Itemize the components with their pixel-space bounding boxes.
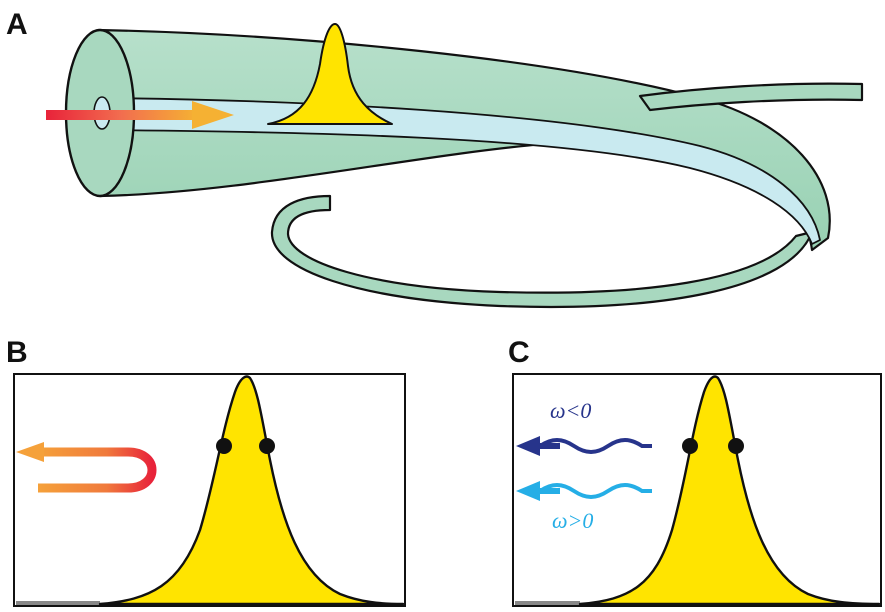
- fiber-pulse: [267, 23, 393, 125]
- panel-b-axis: [100, 603, 403, 605]
- panel-c-axis: [580, 603, 879, 605]
- wavy-left-arrow-icon: [516, 481, 652, 501]
- panel-a: A: [6, 8, 864, 309]
- positive-frequency-label: ω>0: [552, 508, 593, 533]
- panel-c-dot-left: [682, 438, 698, 454]
- panel-b-peak: [98, 375, 405, 606]
- panel-b-dot-left: [216, 438, 232, 454]
- panel-c: C ω<0 ω>0: [508, 336, 882, 607]
- wavy-left-arrow-icon: [516, 436, 652, 456]
- panel-a-label: A: [6, 8, 28, 41]
- u-turn-arrow-icon: [16, 442, 157, 493]
- panel-b-label: B: [6, 336, 28, 369]
- panel-c-dot-right: [728, 438, 744, 454]
- panel-c-peak: [578, 375, 881, 606]
- panel-b: B: [6, 336, 406, 607]
- negative-frequency-label: ω<0: [550, 398, 591, 423]
- panel-b-dot-right: [259, 438, 275, 454]
- fiber-core: [99, 97, 821, 245]
- fiber-loop: [270, 194, 814, 309]
- gradient-right-arrow-icon: [46, 101, 234, 129]
- panel-c-label: C: [508, 336, 530, 369]
- fiber-output: [638, 82, 864, 112]
